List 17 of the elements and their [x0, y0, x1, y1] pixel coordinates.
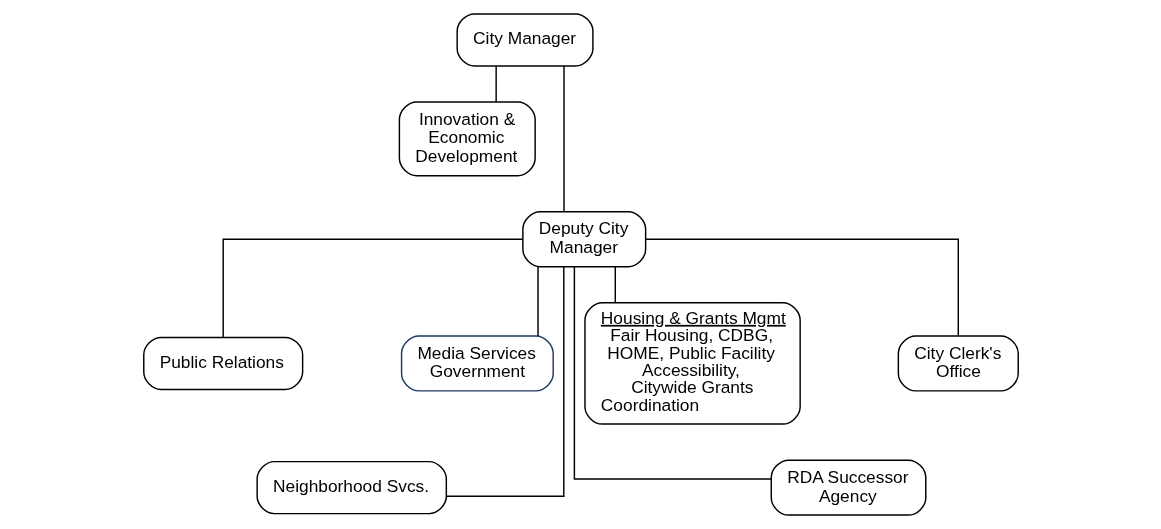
node-box: Media Services Government	[400, 335, 554, 392]
node-box: City Clerk's Office	[897, 335, 1019, 392]
connector	[562, 65, 565, 212]
connector	[614, 266, 616, 304]
connector	[536, 266, 539, 337]
connector	[494, 65, 497, 103]
node-box: Innovation & Economic Development	[398, 101, 536, 177]
node-box: RDA Successor Agency	[770, 459, 926, 516]
connector	[445, 266, 564, 497]
connector	[573, 266, 772, 480]
connector	[222, 238, 523, 338]
node-box: Public Relations	[142, 336, 303, 391]
node-box: Neighborhood Svcs.	[255, 460, 447, 515]
node-box: Deputy City Manager	[521, 211, 646, 268]
connector	[644, 238, 959, 337]
node-box: City Manager	[455, 13, 594, 67]
node-box: Housing & Grants Mgmt Fair Housing, CDBG, HOME, Public Facility Accessibility, Citywide Grants Coordination	[583, 302, 801, 425]
